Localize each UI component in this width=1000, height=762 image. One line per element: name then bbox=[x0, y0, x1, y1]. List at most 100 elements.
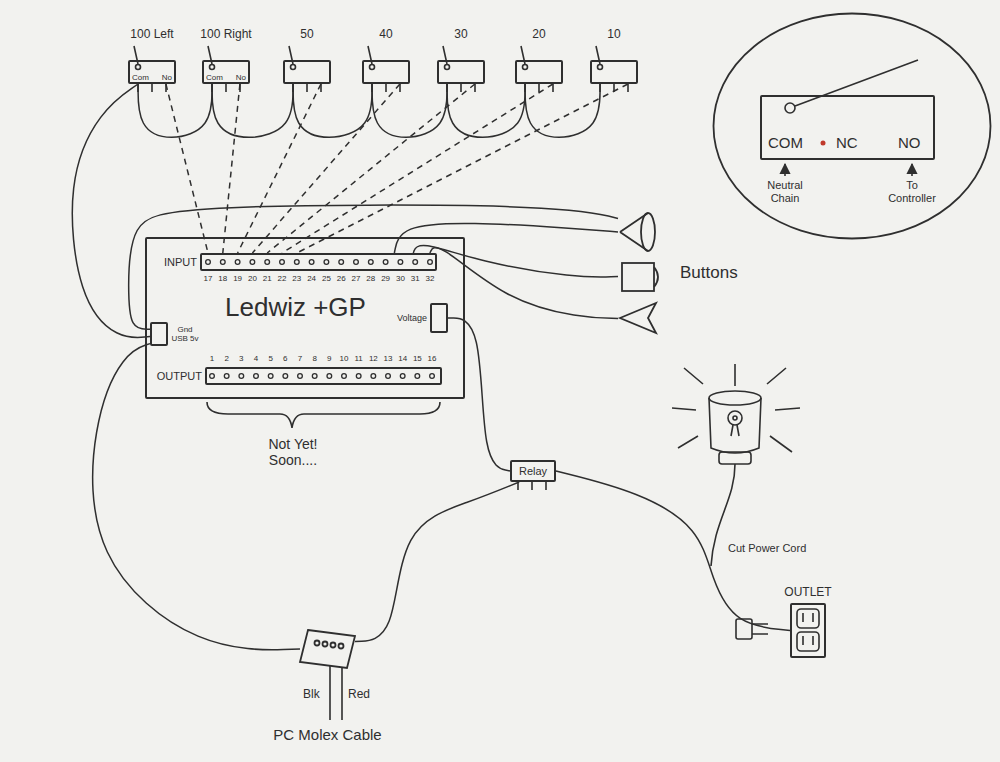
pin-number: 32 bbox=[421, 274, 439, 283]
signal-wire bbox=[252, 84, 400, 253]
pin-number: 5 bbox=[262, 354, 280, 363]
pin-number: 30 bbox=[391, 274, 409, 283]
terminal-label: Com bbox=[206, 73, 223, 82]
input-holes bbox=[208, 259, 430, 265]
pin-number: 1 bbox=[203, 354, 221, 363]
edge-label: Cut Power Cord bbox=[726, 542, 808, 555]
connector-label: Voltage bbox=[397, 313, 427, 323]
light-bulb bbox=[728, 411, 742, 425]
terminal-label: NO bbox=[898, 134, 921, 151]
connector-pin bbox=[331, 643, 336, 648]
terminal-label: NC bbox=[836, 134, 858, 151]
connector-pin bbox=[339, 644, 344, 649]
switch-hinge bbox=[598, 65, 603, 70]
connector-body bbox=[300, 630, 355, 668]
pin-number: 26 bbox=[332, 274, 350, 283]
switch-score-label: 20 bbox=[532, 28, 545, 42]
relay-box: Relay bbox=[510, 460, 556, 482]
light-drip bbox=[731, 425, 739, 436]
pin-number: 27 bbox=[347, 274, 365, 283]
molex-strokes bbox=[300, 630, 355, 668]
note-label: To Controller bbox=[882, 179, 942, 204]
curly-bracket bbox=[207, 402, 440, 428]
input-holes bbox=[208, 260, 430, 263]
board-title: Ledwiz +GP bbox=[225, 293, 366, 323]
pin-number: 22 bbox=[273, 274, 291, 283]
pin-number: 21 bbox=[258, 274, 276, 283]
wire bbox=[72, 84, 150, 338]
pin-number: 10 bbox=[335, 354, 353, 363]
pin-number: 17 bbox=[199, 274, 217, 283]
ellipse-outline bbox=[712, 12, 992, 240]
microswitch: 40 bbox=[362, 60, 410, 84]
terminal-label: No bbox=[236, 73, 246, 82]
molex-connector: PC Molex Cable bbox=[300, 630, 355, 668]
switch-score-label: 30 bbox=[454, 28, 467, 42]
switch-score-label: 100 Left bbox=[130, 28, 173, 42]
voltage-connector: Voltage bbox=[430, 303, 448, 333]
switch-lever bbox=[795, 60, 918, 106]
connector-pin bbox=[315, 641, 320, 646]
controller-board: Ledwiz +GP INPUT Gnd USB 5v VoltageOUTPUT bbox=[145, 237, 465, 399]
switch-hinge bbox=[136, 65, 141, 70]
header-label: INPUT bbox=[164, 256, 197, 269]
signal-wire bbox=[297, 84, 628, 253]
switch-hinge bbox=[210, 65, 215, 70]
pin-number: 6 bbox=[276, 354, 294, 363]
pin-number: 2 bbox=[218, 354, 236, 363]
switch-hinge bbox=[291, 65, 296, 70]
wall-outlet: OUTLET bbox=[790, 603, 826, 658]
connector-label: Gnd USB 5v bbox=[170, 325, 200, 343]
button-group: Buttons bbox=[618, 205, 664, 340]
note-label: Not Yet! Soon.... bbox=[262, 436, 324, 468]
receptacle bbox=[797, 632, 819, 651]
button-square bbox=[622, 263, 654, 291]
signal-wire bbox=[166, 84, 208, 253]
buttons-outline bbox=[618, 205, 664, 340]
output-holes bbox=[212, 373, 432, 379]
input-header: INPUT bbox=[200, 253, 437, 271]
cable-wires bbox=[330, 666, 342, 720]
wire bbox=[138, 84, 212, 137]
pin-number: 11 bbox=[350, 354, 368, 363]
pin-number: 23 bbox=[288, 274, 306, 283]
relay-label: Relay bbox=[519, 465, 547, 478]
wire bbox=[525, 84, 600, 137]
button-cone bbox=[620, 213, 648, 251]
switch-hinge bbox=[785, 103, 795, 113]
light-bulb-center bbox=[733, 416, 737, 420]
wire bbox=[93, 344, 300, 650]
switch-hinge bbox=[523, 65, 528, 70]
wire bbox=[430, 248, 618, 319]
switch-score-label: 40 bbox=[379, 28, 392, 42]
pin-number: 3 bbox=[232, 354, 250, 363]
terminal-label: Com bbox=[132, 73, 149, 82]
wire bbox=[372, 84, 447, 137]
pin-number: 31 bbox=[406, 274, 424, 283]
switch-score-label: 100 Right bbox=[200, 28, 251, 42]
microswitch: 50 bbox=[283, 60, 331, 84]
header-label: OUTPUT bbox=[157, 370, 202, 383]
button-cap bbox=[654, 267, 658, 287]
microswitch: 100 RightComNo bbox=[202, 60, 250, 84]
receptacle bbox=[797, 609, 819, 628]
marker-dot bbox=[821, 141, 826, 146]
pin-number: 7 bbox=[291, 354, 309, 363]
outlet-label: OUTLET bbox=[784, 586, 831, 600]
inset-switch-details bbox=[785, 60, 918, 176]
switch-detail: COMNCNO bbox=[760, 95, 935, 160]
pin-number: 29 bbox=[377, 274, 395, 283]
inset-detail-circle: Neutral ChainTo ControllerCOMNCNO bbox=[712, 12, 992, 240]
wire bbox=[448, 318, 510, 471]
relay-pins bbox=[518, 482, 546, 490]
pin-number: 15 bbox=[408, 354, 426, 363]
buttons-strokes bbox=[620, 213, 658, 333]
pin-number: 14 bbox=[394, 354, 412, 363]
pin-number: 9 bbox=[320, 354, 338, 363]
receptacle-slots bbox=[803, 613, 813, 622]
light-rays bbox=[672, 364, 800, 452]
